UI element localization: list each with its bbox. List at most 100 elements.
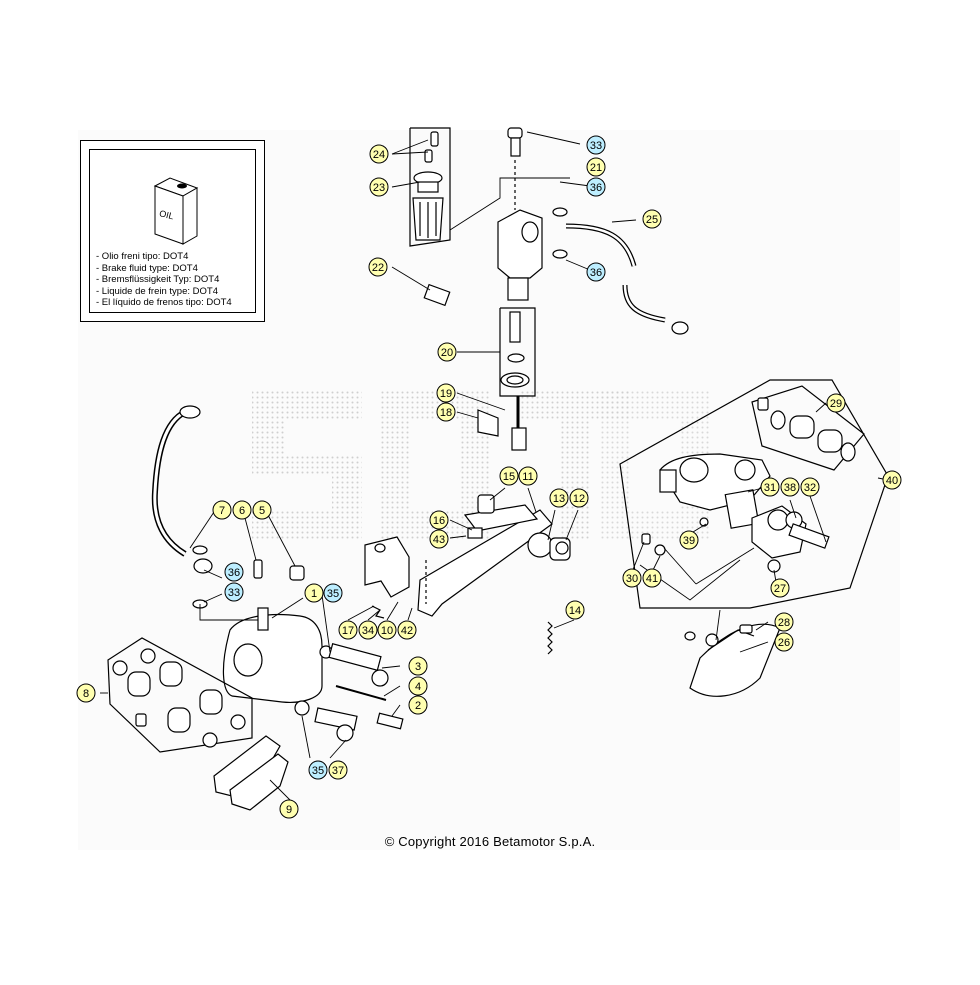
callout-16: 16 [429,510,449,530]
callout-circle [436,402,456,422]
callout-number: 1 [311,588,317,600]
callout-number: 14 [569,605,581,617]
callout-number: 9 [286,804,292,816]
guide-lines [391,131,637,419]
callout-26: 26 [774,632,794,652]
legend-text: - Olio freni tipo: DOT4 - Brake fluid ty… [96,251,232,309]
callout-number: 41 [646,573,658,585]
callout-circle [826,393,846,413]
callout-circle [499,466,519,486]
callout-41: 41 [642,568,662,588]
callout-number: 30 [626,573,638,585]
callout-circle [770,578,790,598]
callout-number: 31 [764,482,776,494]
callout-13: 13 [549,488,569,508]
callout-number: 7 [219,505,225,517]
callout-number: 34 [362,625,374,637]
callout-circle [328,760,348,780]
callout-number: 16 [433,515,445,527]
callout-number: 27 [774,583,786,595]
callout-circle [338,620,358,640]
callout-number: 26 [778,637,790,649]
master-cylinder-group [409,127,689,451]
callout-35: 35 [323,583,343,603]
callout-circle [586,157,606,177]
callout-35: 35 [308,760,328,780]
brake-pedal-group [364,494,571,655]
callout-3: 3 [408,656,428,676]
callout-number: 22 [372,262,384,274]
callout-5: 5 [252,500,272,520]
callout-34: 34 [358,620,378,640]
callout-number: 36 [590,267,602,279]
callout-number: 35 [327,588,339,600]
callout-number: 39 [683,535,695,547]
callout-circle [323,583,343,603]
copyright-notice: © Copyright 2016 Betamotor S.p.A. [384,834,596,849]
callout-circle [76,683,96,703]
callout-32: 32 [800,477,820,497]
callout-number: 29 [830,398,842,410]
watermark [252,390,710,540]
callout-circle [774,632,794,652]
callout-circle [642,209,662,229]
callout-9: 9 [279,799,299,819]
callout-12: 12 [569,488,589,508]
callout-14: 14 [565,600,585,620]
callout-number: 40 [886,475,898,487]
brake-fluid-legend: OIL - Olio freni tipo: DOT4 - Brake flui… [80,140,265,322]
callout-number: 2 [415,700,421,712]
callout-number: 17 [342,625,354,637]
callout-circle [429,510,449,530]
callout-circle [780,477,800,497]
callout-15: 15 [499,466,519,486]
callout-4: 4 [408,676,428,696]
callout-circle [436,383,456,403]
callout-circle [518,466,538,486]
callout-circle [358,620,378,640]
callout-43: 43 [429,529,449,549]
callout-circle [408,656,428,676]
callout-number: 18 [440,407,452,419]
callout-circle [369,177,389,197]
callout-18: 18 [436,402,456,422]
callout-circle [774,612,794,632]
callout-8: 8 [76,683,96,703]
callout-number: 8 [83,688,89,700]
callout-10: 10 [377,620,397,640]
callout-circle [408,676,428,696]
callout-circle [252,500,272,520]
callout-number: 21 [590,162,602,174]
callout-circle [368,257,388,277]
callout-circle [429,529,449,549]
callout-circle [304,583,324,603]
callout-circle [224,582,244,602]
callout-29: 29 [826,393,846,413]
legend-line-en: - Brake fluid type: DOT4 [96,262,198,274]
callout-number: 36 [228,567,240,579]
callout-circle [565,600,585,620]
legend-line-it: - Olio freni tipo: DOT4 [96,251,189,262]
callout-number: 25 [646,214,658,226]
callout-number: 3 [415,661,421,673]
callout-28: 28 [774,612,794,632]
callout-number: 36 [590,182,602,194]
callout-36: 36 [224,562,244,582]
callout-number: 23 [373,182,385,194]
callout-6: 6 [232,500,252,520]
callout-22: 22 [368,257,388,277]
callout-circle [212,500,232,520]
callout-number: 13 [553,493,565,505]
callout-number: 43 [433,534,445,546]
callout-number: 35 [312,765,324,777]
callout-circle [408,695,428,715]
callout-number: 5 [259,505,265,517]
callout-number: 15 [503,471,515,483]
callout-38: 38 [780,477,800,497]
callout-17: 17 [338,620,358,640]
callout-21: 21 [586,157,606,177]
rear-caliper-group [619,379,889,697]
callout-24: 24 [369,144,389,164]
